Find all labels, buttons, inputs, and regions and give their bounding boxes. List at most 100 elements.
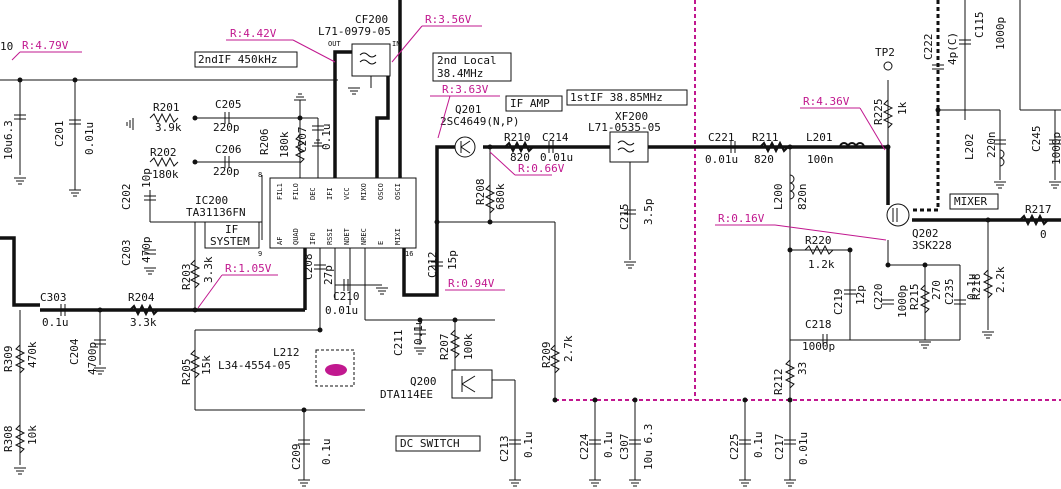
second-local-line1: 2nd Local [437, 54, 497, 67]
c206-value: 220p [213, 165, 240, 178]
component-labels: 10 10u6.3 C201 0.01u R201 3.9k C205 220p… [0, 12, 1061, 471]
voltage-0-16: R:0.16V [718, 212, 765, 225]
r225-value: 1k [896, 101, 909, 115]
ic200-pin-nrec: NREC [360, 228, 368, 245]
c213-value: 0.1u [522, 432, 535, 459]
first-if-label: 1stIF 38.85MHz [570, 91, 663, 104]
r209-ref: R209 [540, 342, 553, 369]
c201-value: 0.01u [83, 122, 96, 155]
voltage-4-79: R:4.79V [22, 39, 69, 52]
c211-value: 0.1u [412, 319, 425, 346]
r216-ref: R216 [970, 274, 983, 301]
voltage-4-36: R:4.36V [803, 95, 850, 108]
c217-ref: C217 [773, 434, 786, 461]
r204-value: 3.3k [130, 316, 157, 329]
c203-ref: C203 [120, 240, 133, 267]
c224-value: 0.1u [602, 432, 615, 459]
c205-ref: C205 [215, 98, 242, 111]
c209-value: 0.1u [320, 439, 333, 466]
q200-transistor-symbol [451, 369, 493, 399]
c115-ref: C115 [973, 12, 986, 39]
c214-value: 0.01u [540, 151, 573, 164]
c222-value: 4p(C) [946, 32, 959, 65]
r202-ref: R202 [150, 146, 177, 159]
r216-value: 2.2k [994, 266, 1007, 293]
r204-ref: R204 [128, 291, 155, 304]
ground-symbols [14, 87, 1061, 487]
c303-ref: C303 [40, 291, 67, 304]
voltage-annotations: R:4.79V R:4.42V R:3.56V R:3.63V R:0.66V … [11, 13, 887, 309]
c303-value: 0.1u [42, 316, 69, 329]
c202-ref: C202 [120, 184, 133, 211]
r217-ref: R217 [1025, 203, 1052, 216]
c221-ref: C221 [708, 131, 735, 144]
c221-value: 0.01u [705, 153, 738, 166]
l212-part: L34-4554-05 [218, 359, 291, 372]
r215-value: 270 [930, 280, 943, 300]
c217-value: 0.01u [797, 432, 810, 465]
voltage-0-94: R:0.94V [448, 277, 495, 290]
ic200-pin-9: 9 [258, 250, 262, 258]
r207-value: 100k [462, 333, 475, 360]
c204-ref: C204 [68, 338, 81, 365]
r206-ref: R206 [258, 129, 271, 156]
ic200-pin-osci: OSCI [394, 183, 402, 200]
c245-value: 1000p [1050, 132, 1061, 165]
tp2-testpoint [883, 61, 893, 71]
c213-ref: C213 [498, 436, 511, 463]
tp2-label: TP2 [875, 46, 895, 59]
dc-switch-label: DC SWITCH [400, 437, 460, 450]
r210-ref: R210 [504, 131, 531, 144]
c203-value: 470p [140, 237, 153, 264]
cf200-ref: CF200 [355, 13, 388, 26]
c307-value: 10u 6.3 [642, 424, 655, 470]
c225-ref: C225 [728, 434, 741, 461]
junction-dots [17, 77, 991, 413]
r220-value: 1.2k [808, 258, 835, 271]
c219-value: 12p [854, 285, 867, 305]
c212-value: 15p [446, 250, 459, 270]
ic200-pin-ifo: IFO [309, 232, 317, 245]
q201-transistor-symbol [454, 136, 476, 158]
c206-ref: C206 [215, 143, 242, 156]
l212-ref: L212 [273, 346, 300, 359]
if-system-line1: IF [225, 223, 238, 236]
r309-value: 470k [26, 341, 39, 368]
c235-value: 0.1u [965, 274, 978, 301]
c208-ref: C208 [302, 254, 315, 281]
resistor-symbols [14, 99, 1049, 454]
second-local-line2: 38.4MHz [437, 67, 483, 80]
ic200-pin-e: E [377, 241, 385, 245]
ic200-pin-8: 8 [258, 171, 262, 179]
r220-ref: R220 [805, 234, 832, 247]
ic200-pin-ndet: NDET [343, 227, 351, 245]
r212-value: 33 [796, 362, 809, 375]
q202-ref: Q202 [912, 227, 939, 240]
l201-value: 100n [807, 153, 834, 166]
r201-ref: R201 [153, 101, 180, 114]
cf200-out-label: OUT [328, 40, 341, 48]
ic200-ref: IC200 [195, 194, 228, 207]
ic200-body: FIL1 FILO DEC IFI VCC MIXO OSCO OSCI AF … [258, 171, 417, 258]
r215-ref: R215 [908, 284, 921, 311]
region-borders [555, 0, 1061, 401]
ic200-pin-mixo: MIXO [360, 183, 368, 200]
c201-ref: C201 [53, 121, 66, 148]
c209-ref: C209 [290, 444, 303, 471]
r207-ref: R207 [438, 334, 451, 361]
l202-ref: L202 [963, 134, 976, 161]
left-cap-value: 10u6.3 [2, 120, 15, 160]
ic200-pin-ifi: IFI [326, 187, 334, 200]
r203-value: 3.3k [202, 256, 215, 283]
voltage-1-05: R:1.05V [225, 262, 272, 275]
c225-value: 0.1u [752, 432, 765, 459]
voltage-3-56: R:3.56V [425, 13, 472, 26]
r203-ref: R203 [180, 264, 193, 291]
ic200-pin-rssi: RSSI [326, 228, 334, 245]
second-if-label: 2ndIF 450kHz [198, 53, 277, 66]
q201-ref: Q201 [455, 103, 482, 116]
cf200-in-label: IN [392, 40, 400, 48]
q201-part: 2SC4649(N,P) [440, 115, 519, 128]
